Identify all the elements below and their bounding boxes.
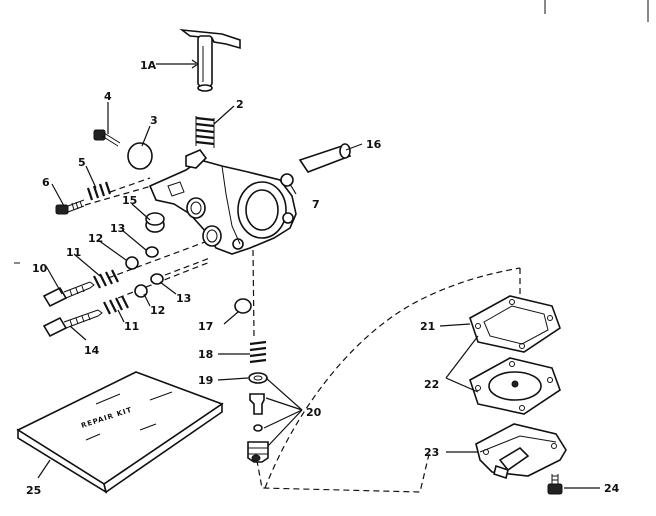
label-1a: 1A: [140, 59, 157, 72]
part-plug-15: [145, 212, 165, 233]
label-12b: 12: [150, 304, 165, 317]
part-needle-screw-14: [42, 309, 103, 338]
label-22: 22: [424, 378, 439, 391]
part-washer-12a: [125, 256, 139, 270]
part-repair-kit-25: REPAIR KIT: [16, 371, 224, 494]
label-19: 19: [198, 374, 213, 387]
label-6: 6: [42, 176, 50, 189]
part-valve-assembly-20: [247, 393, 269, 463]
label-18: 18: [198, 348, 213, 361]
label-16: 16: [366, 138, 382, 151]
part-spring-11b: [103, 295, 129, 315]
leader-lines: [37, 59, 600, 489]
label-25: 25: [26, 484, 41, 497]
label-11b: 11: [124, 320, 139, 333]
part-spring-5: [86, 181, 112, 201]
label-23: 23: [424, 446, 439, 459]
part-oring-13b: [150, 273, 164, 285]
label-13b: 13: [176, 292, 191, 305]
label-17: 17: [198, 320, 213, 333]
part-labels: 1A 2 3 4 5 6 7 10 11 11 12 12 13 13 14 1…: [26, 59, 620, 497]
label-4: 4: [104, 90, 112, 103]
part-needle-screw-10: [42, 281, 95, 308]
part-tube-16: [298, 143, 352, 173]
label-20: 20: [306, 406, 322, 419]
part-throttle-plate: [127, 142, 153, 170]
part-gasket-19: [248, 372, 268, 384]
part-screw-24: [547, 474, 563, 495]
label-5: 5: [78, 156, 86, 169]
label-12a: 12: [88, 232, 103, 245]
label-7: 7: [312, 198, 320, 211]
label-21: 21: [420, 320, 435, 333]
part-throttle-shaft: [179, 28, 241, 92]
part-pump-cover-23: [475, 423, 567, 480]
part-carburetor-body: [148, 149, 297, 255]
part-oring-13a: [145, 246, 159, 258]
label-15: 15: [122, 194, 137, 207]
part-spring-11a: [93, 269, 119, 289]
label-13a: 13: [110, 222, 125, 235]
part-screw-4: [93, 129, 121, 147]
part-ball-7: [280, 173, 294, 187]
part-idle-screw: [55, 199, 85, 215]
part-diaphragm-22: [469, 357, 561, 415]
label-24: 24: [604, 482, 620, 495]
label-2: 2: [236, 98, 244, 111]
label-3: 3: [150, 114, 158, 127]
part-plug-17: [234, 298, 252, 314]
part-gasket-21: [469, 295, 561, 353]
assembly-dashed-lines: [84, 177, 521, 493]
label-11a: 11: [66, 246, 81, 259]
label-14: 14: [84, 344, 100, 357]
label-10: 10: [32, 262, 48, 275]
part-spring-2: [195, 116, 215, 148]
part-spring-18: [249, 340, 267, 364]
